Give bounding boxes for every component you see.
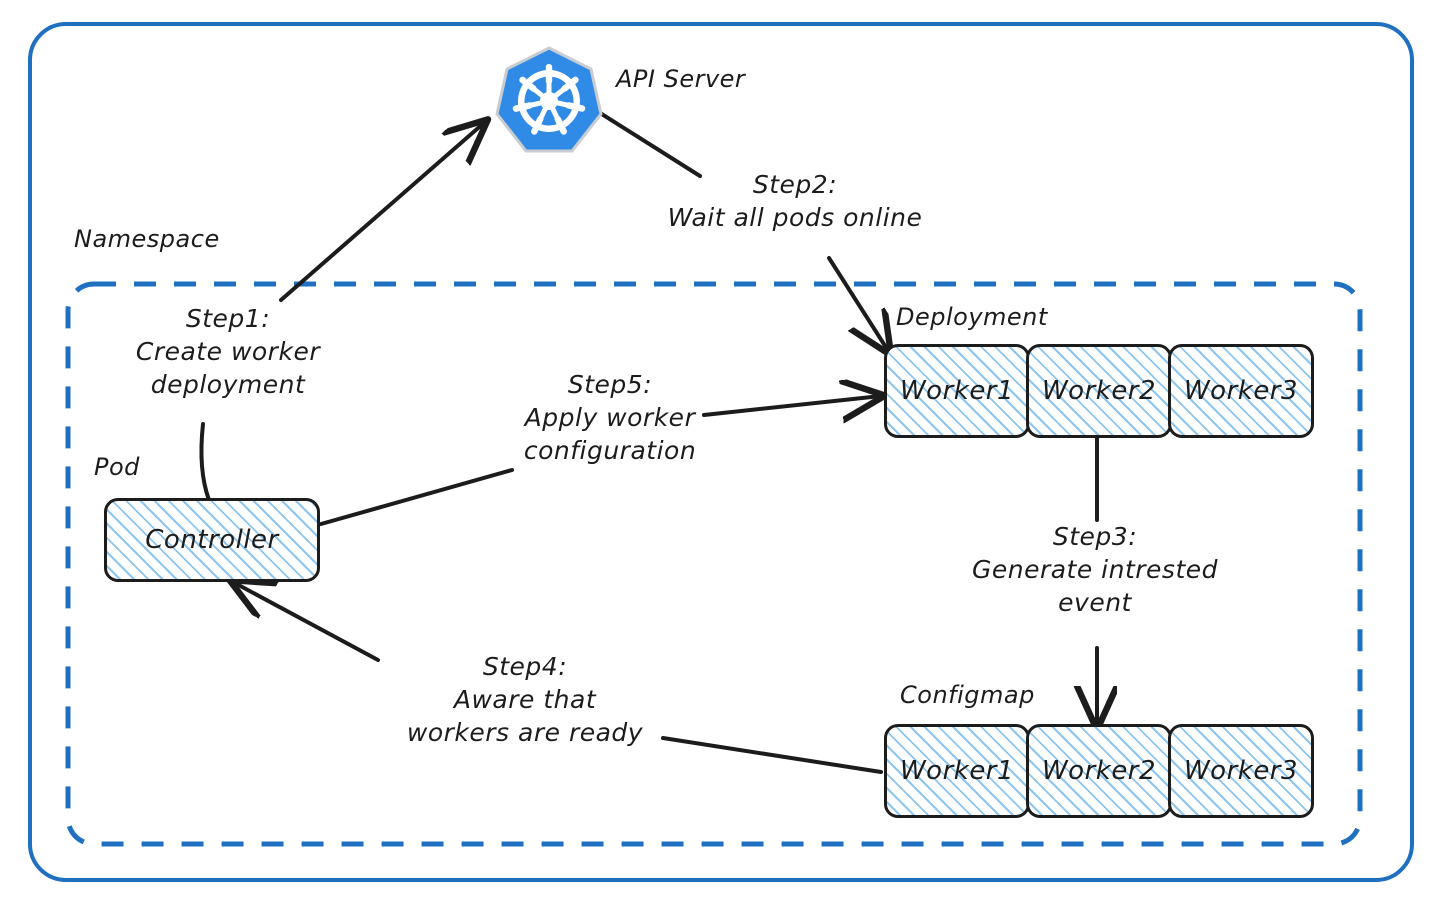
kubernetes-logo-icon	[494, 44, 604, 156]
node-configmap-worker3[interactable]: Worker3	[1168, 724, 1314, 818]
connector-step4-configmap-to-label	[661, 736, 883, 774]
node-deployment-worker2[interactable]: Worker2	[1026, 344, 1172, 438]
node-configmap-worker2[interactable]: Worker2	[1026, 724, 1172, 818]
node-deployment-worker3-label: Worker3	[1183, 375, 1299, 406]
connector-step5-label-to-worker1	[702, 396, 881, 415]
node-configmap-worker1-label: Worker1	[899, 755, 1015, 786]
connector-step4-label-to-controller	[233, 582, 380, 662]
node-configmap-worker2-label: Worker2	[1041, 755, 1157, 786]
node-deployment-worker1[interactable]: Worker1	[884, 344, 1030, 438]
connector-step2-apiserver-to-deployment	[587, 104, 702, 178]
connector-step1-controller-to-apiserver	[279, 122, 485, 302]
connector-step1-label-to-controller	[199, 422, 211, 502]
node-deployment-worker3[interactable]: Worker3	[1168, 344, 1314, 438]
namespace-boundary	[65, 281, 1363, 847]
node-configmap-worker3-label: Worker3	[1183, 755, 1299, 786]
connector-step5-controller-to-worker1	[319, 468, 514, 526]
node-deployment-worker2-label: Worker2	[1041, 375, 1157, 406]
node-controller-label: Controller	[145, 524, 279, 555]
node-configmap-worker1[interactable]: Worker1	[884, 724, 1030, 818]
cluster-boundary	[28, 22, 1414, 882]
node-deployment-worker1-label: Worker1	[899, 375, 1015, 406]
node-controller[interactable]: Controller	[104, 498, 320, 582]
connector-step2-label-to-deployment	[827, 256, 889, 352]
